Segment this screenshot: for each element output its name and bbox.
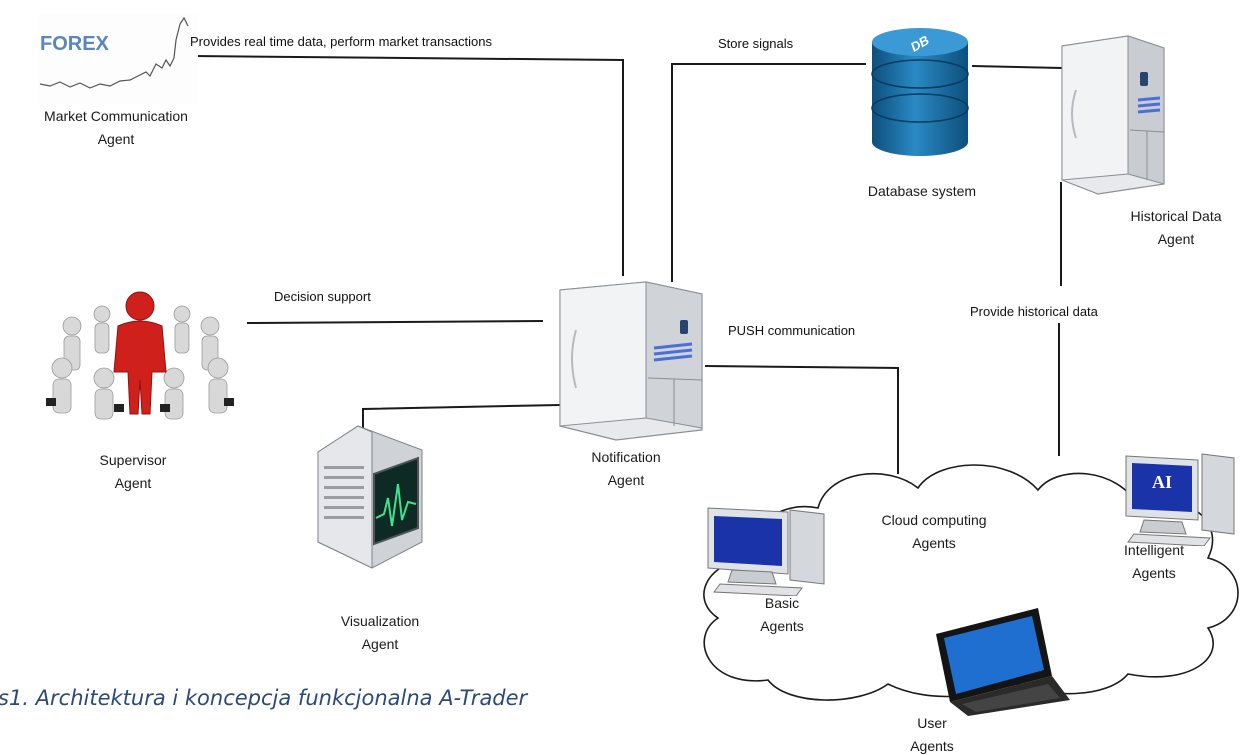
database-label: Database system (832, 180, 1012, 203)
historical-label-line-1: Historical Data (1130, 208, 1222, 224)
edge-label-market: Provides real time data, perform market … (190, 34, 493, 49)
visualization-icon (317, 425, 423, 569)
visualization-label-line-1: Visualization (340, 613, 420, 629)
database-label-line-1: Database system (867, 183, 977, 199)
notification-server-icon (559, 281, 703, 441)
cloud-label-line-2: Agents (912, 535, 956, 551)
ai-computer-icon: AI (1125, 453, 1235, 546)
edge-database-historical (971, 65, 1063, 69)
edge-label-store-signals: Store signals (718, 36, 794, 51)
forex-logo-text: FOREX (40, 33, 110, 55)
cloud-label-line-1: Cloud computing (881, 512, 987, 528)
database-icon: DB (871, 28, 969, 156)
edge-label-historical: Provide historical data (970, 304, 1098, 319)
edge-label-decision-support: Decision support (274, 289, 371, 304)
supervisor-label-line-2: Agent (114, 475, 152, 491)
market-agent-label-line-1: Market Communication (44, 108, 188, 124)
supervisor-group-icon (46, 291, 234, 420)
cloud-shape (703, 464, 1239, 701)
edge-supervisor-notification (246, 320, 544, 324)
intelligent-agents-label-line-1: Intelligent (1124, 542, 1184, 558)
notification-label-line-1: Notification (591, 449, 661, 465)
intelligent-agents-label-line-2: Agents (1132, 565, 1176, 581)
market-agent-label-line-2: Agent (97, 131, 135, 147)
historical-server-icon (1061, 35, 1165, 195)
basic-agents-label-line-1: Basic (764, 595, 800, 611)
notification-label-line-2: Agent (607, 472, 645, 488)
historical-label-line-2: Agent (1157, 231, 1195, 247)
edge-label-push: PUSH communication (728, 323, 856, 338)
ai-screen-text: AI (1152, 472, 1172, 492)
forex-chart-icon: FOREX (38, 14, 198, 104)
desktop-computer-icon (707, 507, 825, 596)
user-agents-label-line-1: User (917, 715, 947, 731)
basic-agents-label-line-2: Agents (760, 618, 804, 634)
user-agents-label-line-2: Agents (910, 738, 954, 754)
visualization-label-line-2: Agent (361, 636, 399, 652)
laptop-icon (936, 608, 1070, 716)
figure-caption: s1. Architektura i koncepcja funkcjonaln… (0, 686, 528, 710)
edge-notification-database (671, 63, 866, 282)
edge-notification-cloud (704, 365, 899, 474)
edge-visualization-notification (362, 404, 561, 435)
supervisor-label-line-1: Supervisor (99, 452, 167, 468)
edge-market-notification (191, 55, 624, 276)
